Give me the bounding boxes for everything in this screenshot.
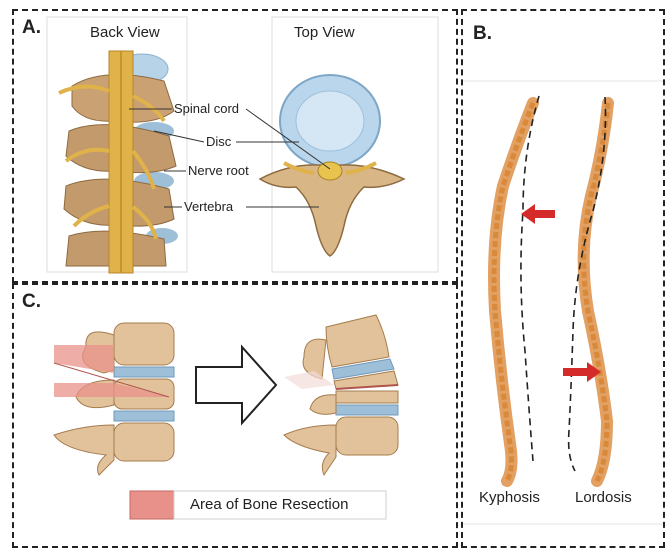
legend-swatch: [130, 491, 174, 519]
legend-label: Area of Bone Resection: [190, 496, 348, 513]
label-nerve-root: Nerve root: [188, 163, 249, 178]
back-view-title: Back View: [90, 24, 160, 41]
kyphosis-label: Kyphosis: [479, 489, 540, 506]
panel-a: A.: [12, 9, 458, 283]
lordosis-label: Lordosis: [575, 489, 632, 506]
panel-b-illustration: [463, 11, 663, 546]
label-spinal-cord: Spinal cord: [174, 101, 239, 116]
spine-after: [284, 315, 398, 475]
panel-b: B. Kyphosis Lordosis: [461, 9, 665, 548]
kyphosis-spine: [494, 96, 539, 481]
panel-c: C.: [12, 283, 458, 548]
lordosis-spine: [569, 97, 608, 481]
label-vertebra: Vertebra: [184, 199, 233, 214]
transition-arrow: [196, 347, 276, 423]
back-view-spine: [59, 51, 178, 273]
kyphosis-arrow: [521, 204, 555, 224]
panel-a-illustration: [14, 11, 456, 281]
label-disc: Disc: [206, 134, 231, 149]
top-view-title: Top View: [294, 24, 355, 41]
spine-before: [54, 323, 174, 475]
